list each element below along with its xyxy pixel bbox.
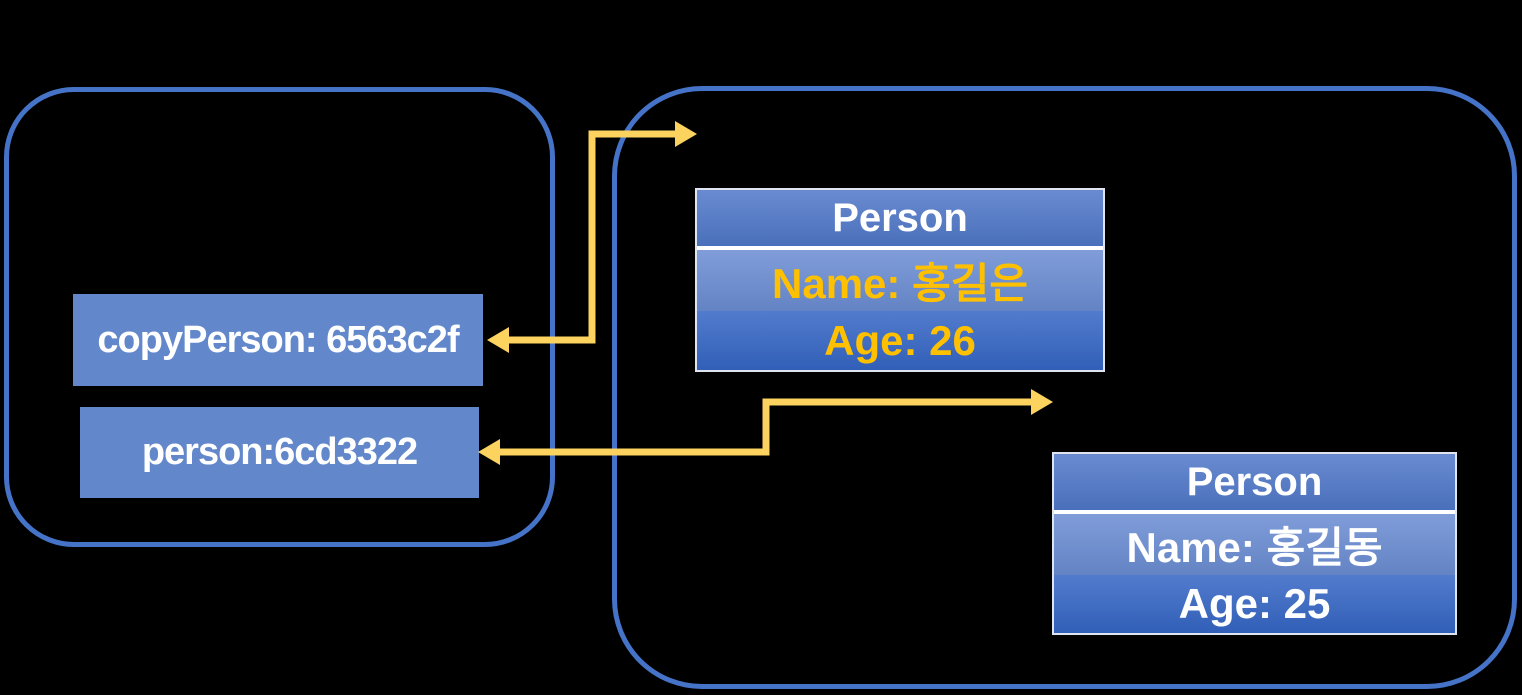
person-object-2-separator (1054, 510, 1455, 514)
person-object-1: Person Name: 홍길은 Age: 26 (695, 188, 1105, 372)
stack-variable-copyperson: copyPerson: 6563c2f (73, 294, 483, 386)
person-object-2-name: Name: 홍길동 (1054, 514, 1455, 575)
person-object-1-age: Age: 26 (697, 311, 1103, 370)
stack-variable-copyperson-label: copyPerson: 6563c2f (97, 318, 459, 361)
person-object-1-title: Person (697, 190, 1103, 246)
person-object-2-age: Age: 25 (1054, 575, 1455, 633)
heap-container (612, 86, 1517, 689)
person-object-2-title: Person (1054, 454, 1455, 510)
person-object-1-name: Name: 홍길은 (697, 250, 1103, 311)
person-object-2: Person Name: 홍길동 Age: 25 (1052, 452, 1457, 635)
stack-variable-person-label: person:6cd3322 (141, 431, 418, 473)
stack-variable-person: person:6cd3322 (80, 407, 479, 498)
person-object-1-separator (697, 246, 1103, 250)
